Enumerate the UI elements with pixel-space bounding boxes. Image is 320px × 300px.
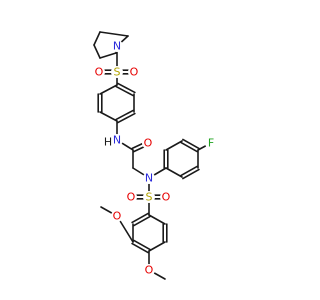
atom-label-text: O — [113, 210, 122, 223]
bond-layer — [93, 31, 212, 280]
atom-f: F — [205, 137, 217, 150]
bond-line — [148, 214, 166, 225]
atom-label-background — [143, 264, 155, 276]
atom-label-text: S — [146, 191, 153, 204]
atom-o: O — [125, 191, 137, 204]
atom-label-background — [111, 210, 123, 222]
bond-line — [99, 52, 117, 59]
atom-label-text: O — [145, 264, 154, 277]
atom-label-text: S — [114, 66, 121, 79]
bond-line — [182, 138, 200, 150]
bond-line — [182, 168, 200, 180]
bond-line — [93, 31, 101, 46]
bond-line — [180, 141, 198, 153]
atom-label-text: O — [95, 66, 104, 79]
atom-label-background — [111, 134, 123, 146]
atom-label-text: O — [127, 191, 136, 204]
atom-label-background — [93, 66, 105, 78]
atom-o: O — [111, 210, 123, 223]
bond-line — [133, 239, 151, 251]
bond-line — [133, 215, 151, 227]
atom-label-background — [143, 172, 155, 184]
atom-label-background — [128, 66, 140, 78]
atom-label-background — [102, 136, 114, 148]
atom-label-background — [125, 191, 137, 203]
atom-o: O — [128, 66, 140, 79]
atom-label-background — [111, 40, 123, 52]
atom-s: S — [143, 191, 155, 204]
atom-n: N — [111, 40, 123, 53]
bond-line — [117, 82, 136, 94]
bond-line — [99, 31, 129, 37]
atom-o: O — [160, 191, 172, 204]
atom-label-background — [160, 191, 172, 203]
bond-line — [148, 241, 166, 252]
atom-label-text: O — [130, 66, 139, 79]
atom-label-background — [205, 137, 217, 149]
atom-label-text: F — [208, 137, 214, 150]
bond-line — [165, 140, 183, 151]
atom-n: N — [111, 134, 123, 147]
bond-line — [131, 212, 149, 224]
atom-label-background — [142, 137, 154, 149]
atom-o: O — [93, 66, 105, 79]
bond-line — [99, 111, 118, 122]
bond-line — [180, 165, 198, 177]
atom-label-text: N — [113, 40, 121, 53]
atom-label-text: O — [144, 137, 153, 150]
atom-label-text: O — [162, 191, 171, 204]
atom-label-background — [111, 66, 123, 78]
bond-line — [99, 84, 118, 95]
atom-label-text: N — [113, 134, 121, 147]
atom-label-background — [143, 191, 155, 203]
atom-label-text: H — [104, 136, 112, 149]
bond-line — [131, 242, 149, 254]
bond-line — [115, 109, 134, 121]
atom-s: S — [111, 66, 123, 79]
atom-o: O — [142, 137, 154, 150]
bond-line — [165, 167, 183, 178]
bond-line — [93, 44, 101, 59]
atom-o: O — [143, 264, 155, 277]
bond-line — [115, 85, 134, 97]
atom-label-text: N — [145, 172, 153, 185]
bond-line — [117, 112, 136, 124]
atom-h: H — [102, 136, 114, 149]
atom-n: N — [143, 172, 155, 185]
